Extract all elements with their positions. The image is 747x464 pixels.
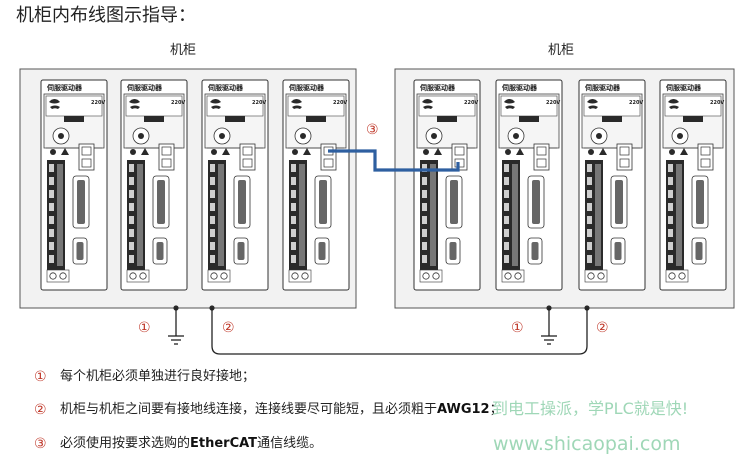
svg-text:220V: 220V bbox=[629, 100, 643, 106]
marker-three: ③ bbox=[366, 122, 379, 138]
marker-two-right: ② bbox=[596, 320, 609, 336]
svg-text:必须使用按要求选购的EtherCAT通信线缆。: 必须使用按要求选购的EtherCAT通信线缆。 bbox=[60, 435, 322, 451]
svg-text:伺服驱动器: 伺服驱动器 bbox=[207, 83, 244, 92]
servo-drive: 伺服驱动器 220V bbox=[201, 79, 269, 291]
servo-drive: 伺服驱动器 220V bbox=[282, 79, 350, 291]
svg-text:机柜与机柜之间要有接地线连接，连接线要尽可能短，且必须粗于A: 机柜与机柜之间要有接地线连接，连接线要尽可能短，且必须粗于AWG12； bbox=[60, 401, 503, 417]
cabinet-label-left: 机柜 bbox=[170, 43, 196, 58]
marker-two-left: ② bbox=[222, 320, 235, 336]
svg-text:220V: 220V bbox=[710, 100, 724, 106]
svg-text:③: ③ bbox=[34, 436, 47, 452]
svg-text:220V: 220V bbox=[546, 100, 560, 106]
servo-drive: 伺服驱动器 220V bbox=[40, 79, 108, 291]
svg-text:伺服驱动器: 伺服驱动器 bbox=[46, 83, 83, 92]
cabinet-label-right: 机柜 bbox=[548, 43, 574, 58]
page-title: 机柜内布线图示指导： bbox=[16, 5, 196, 26]
watermark-slogan: 到电工操派，学PLC就是快! bbox=[492, 399, 688, 418]
svg-text:伺服驱动器: 伺服驱动器 bbox=[288, 83, 325, 92]
svg-text:220V: 220V bbox=[171, 100, 185, 106]
svg-text:220V: 220V bbox=[91, 100, 105, 106]
watermark-url: www.shicaopai.com bbox=[493, 433, 680, 455]
svg-text:①: ① bbox=[34, 369, 47, 385]
note-1: ① 每个机柜必须单独进行良好接地； bbox=[34, 368, 255, 385]
svg-text:伺服驱动器: 伺服驱动器 bbox=[126, 83, 163, 92]
svg-text:伺服驱动器: 伺服驱动器 bbox=[665, 83, 702, 92]
note-3: ③ 必须使用按要求选购的EtherCAT通信线缆。 bbox=[34, 435, 322, 452]
marker-one-right: ① bbox=[511, 320, 524, 336]
marker-one-left: ① bbox=[138, 320, 151, 336]
servo-drive: 伺服驱动器 220V bbox=[120, 79, 188, 291]
servo-drive: 伺服驱动器 220V bbox=[659, 79, 727, 291]
cabinet-bond-wire bbox=[211, 308, 588, 355]
svg-text:220V: 220V bbox=[252, 100, 266, 106]
note-2: ② 机柜与机柜之间要有接地线连接，连接线要尽可能短，且必须粗于AWG12； bbox=[34, 401, 503, 418]
svg-text:220V: 220V bbox=[464, 100, 478, 106]
svg-text:每个机柜必须单独进行良好接地；: 每个机柜必须单独进行良好接地； bbox=[60, 368, 255, 384]
svg-text:伺服驱动器: 伺服驱动器 bbox=[584, 83, 621, 92]
svg-text:②: ② bbox=[34, 402, 47, 418]
svg-text:220V: 220V bbox=[333, 100, 347, 106]
servo-drive: 伺服驱动器 220V bbox=[495, 79, 563, 291]
svg-text:伺服驱动器: 伺服驱动器 bbox=[501, 83, 538, 92]
servo-drive: 伺服驱动器 220V bbox=[578, 79, 646, 291]
servo-drive: 伺服驱动器 220V bbox=[413, 79, 481, 291]
ethercat-cable bbox=[328, 149, 460, 172]
svg-text:伺服驱动器: 伺服驱动器 bbox=[419, 83, 456, 92]
